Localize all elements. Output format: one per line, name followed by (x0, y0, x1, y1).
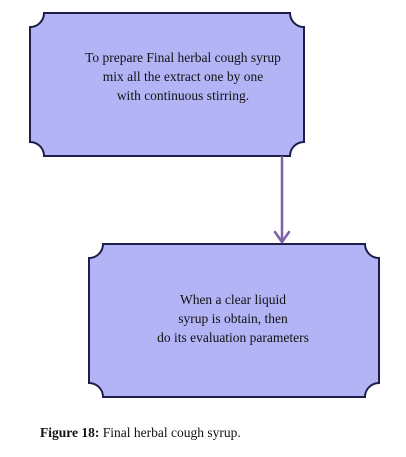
step1-line: with continuous stirring. (116, 88, 250, 103)
step2-text: When a clear liquid syrup is obtain, the… (88, 290, 378, 347)
step1-text: To prepare Final herbal cough syrup mix … (30, 48, 336, 105)
figure-caption-text: Final herbal cough syrup. (99, 425, 241, 440)
step2-box (88, 243, 380, 398)
figure-label: Figure 18: (40, 425, 100, 440)
connector-arrowhead (273, 230, 291, 244)
figure-caption: Figure 18: Final herbal cough syrup. (40, 425, 241, 441)
step1-line: To prepare Final herbal cough syrup (85, 50, 281, 65)
step2-line: When a clear liquid (179, 292, 287, 307)
step1-box (29, 12, 305, 157)
step2-line: do its evaluation parameters (157, 330, 309, 345)
step2-line: syrup is obtain, then (178, 311, 288, 326)
step1-line: mix all the extract one by one (102, 69, 264, 84)
